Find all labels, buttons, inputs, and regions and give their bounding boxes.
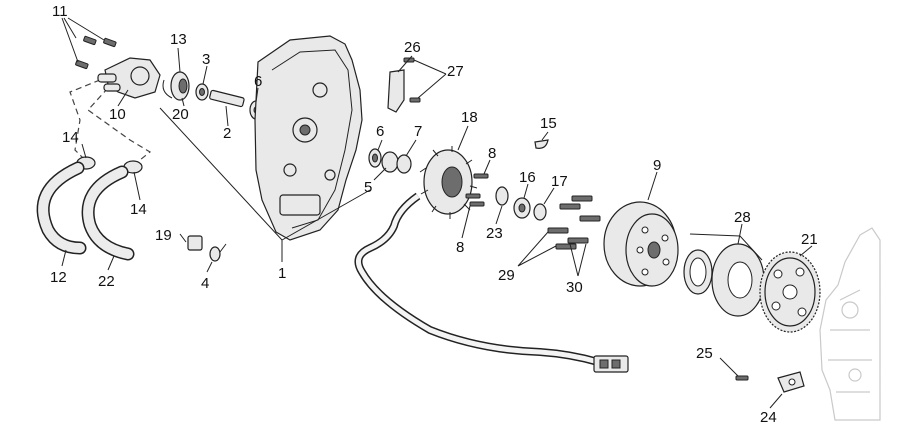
callout-1: 1 (278, 265, 286, 282)
starter-gear (759, 251, 821, 333)
callout-28: 28 (734, 209, 751, 226)
callout-23: 23 (486, 225, 503, 242)
crankcase-cover (254, 35, 363, 241)
callout-18: 18 (461, 109, 478, 126)
callout-15: 15 (540, 115, 557, 132)
screw-and-clip (735, 371, 805, 393)
plug-and-oring (187, 235, 221, 262)
callout-26: 26 (404, 39, 421, 56)
callout-16: 16 (519, 169, 536, 186)
callout-25: 25 (696, 345, 713, 362)
hose-clamps (76, 156, 143, 174)
water-pump-body (97, 57, 161, 99)
callout-21: 21 (801, 231, 818, 248)
callout-13: 13 (170, 31, 187, 48)
shaft-and-washer (209, 89, 263, 120)
pump-seal-impeller (162, 71, 209, 101)
callout-2: 2 (223, 125, 231, 142)
callout-3: 3 (202, 51, 210, 68)
callout-27: 27 (447, 63, 464, 80)
screws-11 (75, 35, 117, 70)
nut-and-washer (513, 197, 547, 221)
callout-7: 7 (414, 123, 422, 140)
callout-4: 4 (201, 275, 209, 292)
callout-14-left: 14 (62, 129, 79, 146)
callout-8-lower: 8 (456, 239, 464, 256)
callout-14-right: 14 (130, 201, 147, 218)
callout-9: 9 (653, 157, 661, 174)
freewheel-assembly (683, 243, 765, 317)
hose-12 (36, 161, 87, 255)
callout-6-lower: 6 (376, 123, 384, 140)
seals-and-bearing (368, 148, 412, 174)
callout-labels: 11 13 3 10 20 6 2 26 27 18 15 14 14 6 7 … (50, 3, 818, 426)
leader-lines (61, 17, 813, 409)
bolts (547, 195, 601, 250)
callout-10: 10 (109, 106, 126, 123)
woodruff-key (534, 139, 549, 149)
callout-20: 20 (172, 106, 189, 123)
stator-screws (465, 173, 489, 207)
engine-block-outline (819, 227, 881, 421)
hose-22 (81, 165, 135, 261)
callout-24: 24 (760, 409, 777, 426)
callout-30: 30 (566, 279, 583, 296)
callout-17: 17 (551, 173, 568, 190)
callout-12: 12 (50, 269, 67, 286)
plate-23 (495, 186, 509, 206)
callout-5: 5 (364, 179, 372, 196)
bracket-and-screws (387, 57, 421, 113)
callout-29: 29 (498, 267, 515, 284)
callout-8-upper: 8 (488, 145, 496, 162)
callout-6-upper: 6 (254, 73, 262, 90)
wire-harness (354, 192, 629, 373)
stator (419, 146, 478, 219)
callout-22: 22 (98, 273, 115, 290)
flywheel-rotor (603, 201, 679, 287)
callout-19: 19 (155, 227, 172, 244)
callout-11: 11 (52, 3, 68, 20)
hose-routing-dashed-lines (69, 79, 152, 169)
